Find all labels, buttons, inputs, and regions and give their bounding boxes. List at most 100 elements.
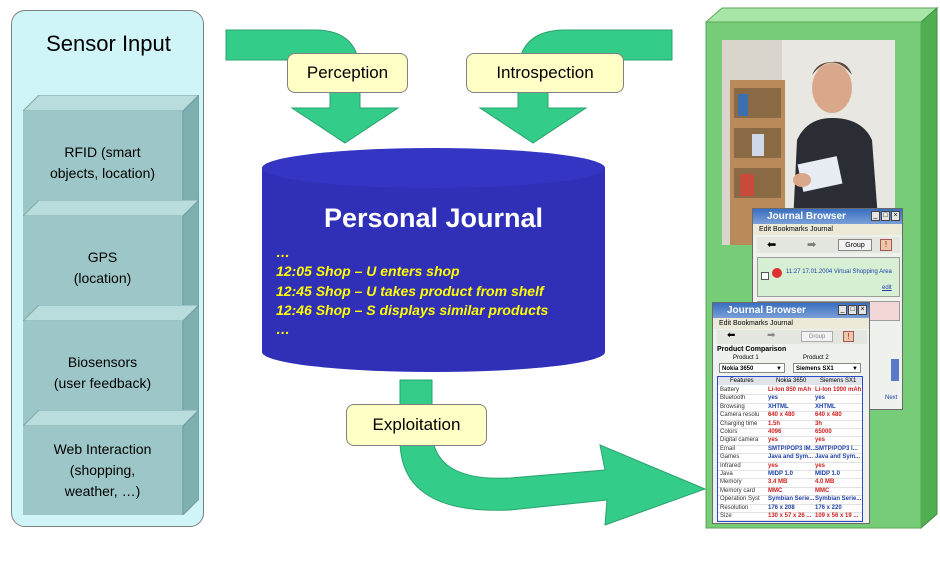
table-cell: yes (768, 437, 779, 444)
table-cell: Battery (720, 387, 740, 393)
gps-label-line1: GPS (87, 249, 118, 265)
output-panel-side (920, 6, 938, 530)
window-title: Journal Browser (727, 305, 806, 316)
forward-arrow-icon[interactable]: ➡ (767, 330, 776, 341)
edit-link[interactable]: edit (882, 285, 892, 291)
table-cell: XHTML (768, 403, 789, 410)
table-cell: SMTP/POP3 I... (815, 445, 858, 452)
toolbar (757, 237, 900, 253)
group-button[interactable]: Group (838, 239, 872, 251)
table-cell: SMTP/POP3 IM... (768, 445, 816, 452)
scrollbar[interactable] (891, 359, 899, 381)
table-cell: Resolution (720, 504, 749, 511)
next-link[interactable]: Next (885, 395, 898, 401)
table-row: Java MIDP 1.0 MIDP 1.0 (718, 470, 862, 480)
sensor-box-web-interaction: Web Interaction(shopping,weather, …) (23, 410, 199, 515)
table-cell: Charging time (720, 420, 758, 427)
table-cell: 640 x 480 (768, 412, 795, 419)
table-cell: Colors (720, 429, 738, 435)
entry-checkbox[interactable] (761, 272, 769, 280)
table-cell: Infrared (720, 462, 741, 469)
biosensors-label-line1: Biosensors (67, 354, 138, 370)
table-cell: MMC (768, 487, 783, 494)
table-cell: 1.5h (768, 420, 781, 427)
table-cell: 130 x 57 x 26 ... (768, 513, 812, 519)
table-cell: Java and Sym... (768, 454, 814, 461)
table-cell: MIDP 1.0 (815, 471, 840, 477)
back-arrow-icon[interactable]: ⬅ (727, 330, 736, 341)
web-interaction-label-line2: (shopping, (69, 462, 136, 478)
product1-value: Nokia 3650 (722, 366, 754, 372)
table-header-row: Features Nokia 3650 Siemens SX1 (718, 377, 862, 385)
product2-select[interactable]: Siemens SX1 ▼ (793, 363, 861, 373)
biosensors-label-line2: (user feedback) (53, 375, 152, 391)
product1-label: Product 1 (733, 355, 759, 361)
window-menubar: Edit Bookmarks Journal (713, 318, 869, 329)
journal-entry-card[interactable]: 11:27 17.01.2004 Virtual Shopping Area e… (757, 257, 900, 297)
alert-icon[interactable]: ! (880, 239, 892, 251)
journal-entry: … (276, 244, 290, 260)
table-cell: Operation Syst (720, 496, 760, 503)
forward-arrow-icon[interactable]: ➡ (807, 239, 817, 251)
journal-browser-window-front: Journal Browser _ □ × Edit Bookmarks Jou… (712, 302, 870, 524)
table-row: Email SMTP/POP3 IM...SMTP/POP3 I... (718, 445, 862, 455)
table-cell: Memory (720, 479, 742, 486)
web-interaction-label-line3: weather, …) (64, 483, 141, 499)
comparison-table: Features Nokia 3650 Siemens SX1 Battery L… (717, 376, 863, 522)
back-arrow-icon[interactable]: ⬅ (767, 239, 777, 251)
window-titlebar: Journal Browser (753, 209, 902, 224)
chevron-down-icon: ▼ (776, 366, 782, 372)
sensor-box-biosensors: Biosensors (user feedback) (23, 305, 199, 425)
table-header-cell: Nokia 3650 (776, 378, 807, 384)
exploitation-arrow (399, 379, 707, 526)
window-title: Journal Browser (767, 211, 846, 222)
table-cell: Symbian Serie... (815, 496, 862, 503)
window-titlebar: Journal Browser (713, 303, 869, 318)
journal-entry: … (276, 321, 290, 337)
rfid-label-line1: RFID (smart (64, 144, 141, 160)
output-panel-top (704, 7, 939, 23)
table-header-cell: Siemens SX1 (820, 378, 857, 384)
table-header-cell: Features (730, 378, 754, 384)
maximize-button[interactable]: □ (848, 305, 857, 315)
table-cell: 65000 (815, 429, 832, 435)
table-cell: 176 x 220 (815, 504, 842, 511)
close-button[interactable]: × (858, 305, 867, 315)
table-cell: MIDP 1.0 (768, 471, 793, 477)
table-cell: 176 x 208 (768, 504, 795, 511)
minimize-button[interactable]: _ (838, 305, 847, 315)
table-cell: Java (720, 471, 733, 477)
product1-select[interactable]: Nokia 3650 ▼ (719, 363, 785, 373)
minimize-button[interactable]: _ (871, 211, 880, 221)
journal-entry: 12:45 Shop – U takes product from shelf (276, 283, 544, 299)
maximize-button[interactable]: □ (881, 211, 890, 221)
journal-title: Personal Journal (323, 203, 544, 233)
table-cell: Memory card (720, 487, 756, 494)
journal-entry: 12:46 Shop – S displays similar products (276, 302, 549, 318)
table-cell: Email (720, 445, 736, 452)
table-cell: 109 x 56 x 19 ... (815, 513, 859, 519)
table-cell: Li-Ion 850 mAh (768, 387, 812, 393)
exploitation-label: Exploitation (346, 404, 487, 446)
table-cell: 3.4 MB (768, 479, 788, 486)
close-button[interactable]: × (891, 211, 900, 221)
table-cell: Digital camera (720, 437, 759, 444)
journal-entry: 12:05 Shop – U enters shop (276, 263, 460, 279)
product2-value: Siemens SX1 (796, 366, 834, 372)
table-cell: MMC (815, 487, 830, 494)
table-cell: Symbian Serie... (768, 496, 815, 503)
alert-icon[interactable]: ! (843, 331, 854, 342)
group-button[interactable]: Group (801, 331, 833, 342)
table-row: Resolution 176 x 208 176 x 220 (718, 504, 862, 513)
sensor-box-gps: GPS(location) (23, 200, 199, 320)
